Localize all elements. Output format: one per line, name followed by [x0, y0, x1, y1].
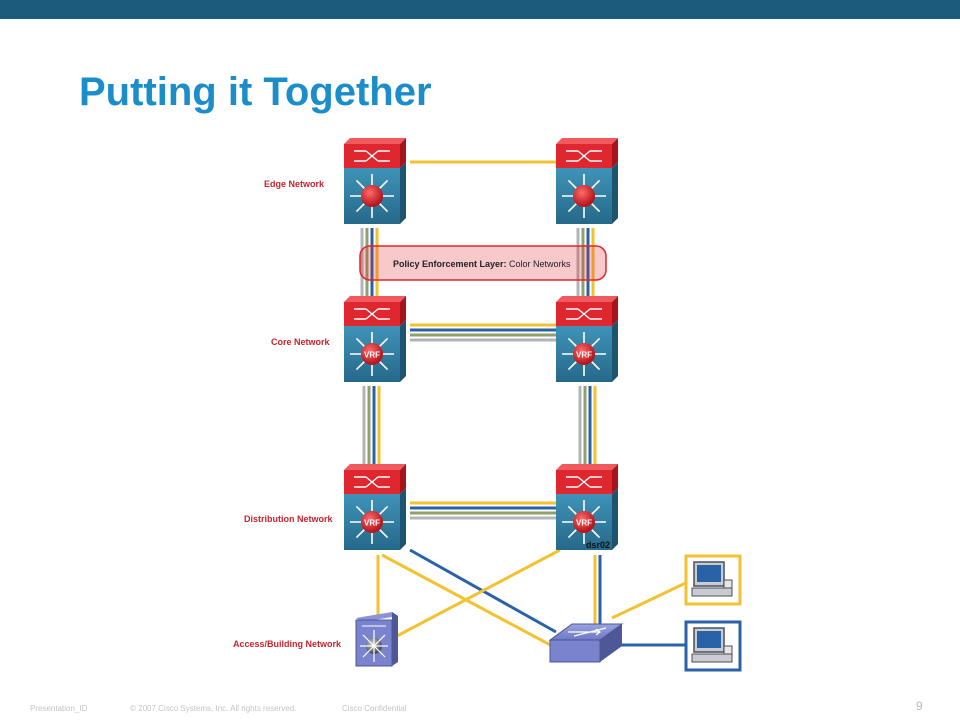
vrf-label: VRF: [364, 351, 380, 360]
layer-label-edge: Edge Network: [264, 179, 325, 189]
policy-bar-text: Color Networks: [507, 259, 572, 269]
pc-icon-top: [684, 554, 742, 606]
router-dist-left: VRF: [344, 464, 406, 550]
router-core-right: VRF: [556, 296, 618, 382]
footer-confidential: Cisco Confidential: [342, 704, 407, 713]
link-bundle-left-edge-core: [360, 228, 379, 300]
router-edge-right: [556, 138, 618, 224]
slide-title: Putting it Together: [79, 70, 432, 114]
device-label-dsr02: dsr02: [586, 540, 610, 550]
footer-presentation-id: Presentation_ID: [30, 704, 88, 713]
link-bundle-core-horizontal: [410, 323, 556, 342]
link-bundle-right-edge-core: [576, 228, 595, 300]
vrf-label: VRF: [576, 519, 592, 528]
layer-label-core: Core Network: [271, 337, 330, 347]
vrf-label: VRF: [576, 351, 592, 360]
policy-bar-bold-text: Policy Enforcement Layer:: [393, 259, 507, 269]
layer-label-distribution: Distribution Network: [244, 514, 333, 524]
link-dist-left-to-switch-yellow: [381, 553, 557, 650]
router-core-left: VRF: [344, 296, 406, 382]
link-bundle-left-core-dist: [362, 386, 381, 468]
link-switch-to-pc-top: [611, 578, 693, 620]
access-multilayer-switch: [355, 612, 398, 667]
links: [360, 160, 693, 650]
link-bundle-right-core-dist: [578, 386, 597, 468]
page-number: 9: [916, 699, 923, 713]
router-dist-right: VRF: [556, 464, 618, 550]
svg-text:Policy Enforcement Layer: Colo: Policy Enforcement Layer: Color Networks: [393, 259, 571, 269]
access-workgroup-switch: [548, 623, 624, 663]
pc-icon-bottom: [684, 620, 742, 672]
router-edge-left: [344, 138, 406, 224]
link-bundle-dist-horizontal: [410, 501, 556, 520]
footer-copyright: © 2007 Cisco Systems, Inc. All rights re…: [130, 704, 297, 713]
vrf-label: VRF: [364, 519, 380, 528]
top-bar: [0, 0, 960, 19]
routers: VRF VRF VRF VRF: [344, 138, 618, 550]
layer-label-access: Access/Building Network: [233, 639, 342, 649]
policy-enforcement-bar: Policy Enforcement Layer: Color Networks: [359, 245, 607, 281]
link-dist-right-to-access-left: [396, 548, 561, 638]
